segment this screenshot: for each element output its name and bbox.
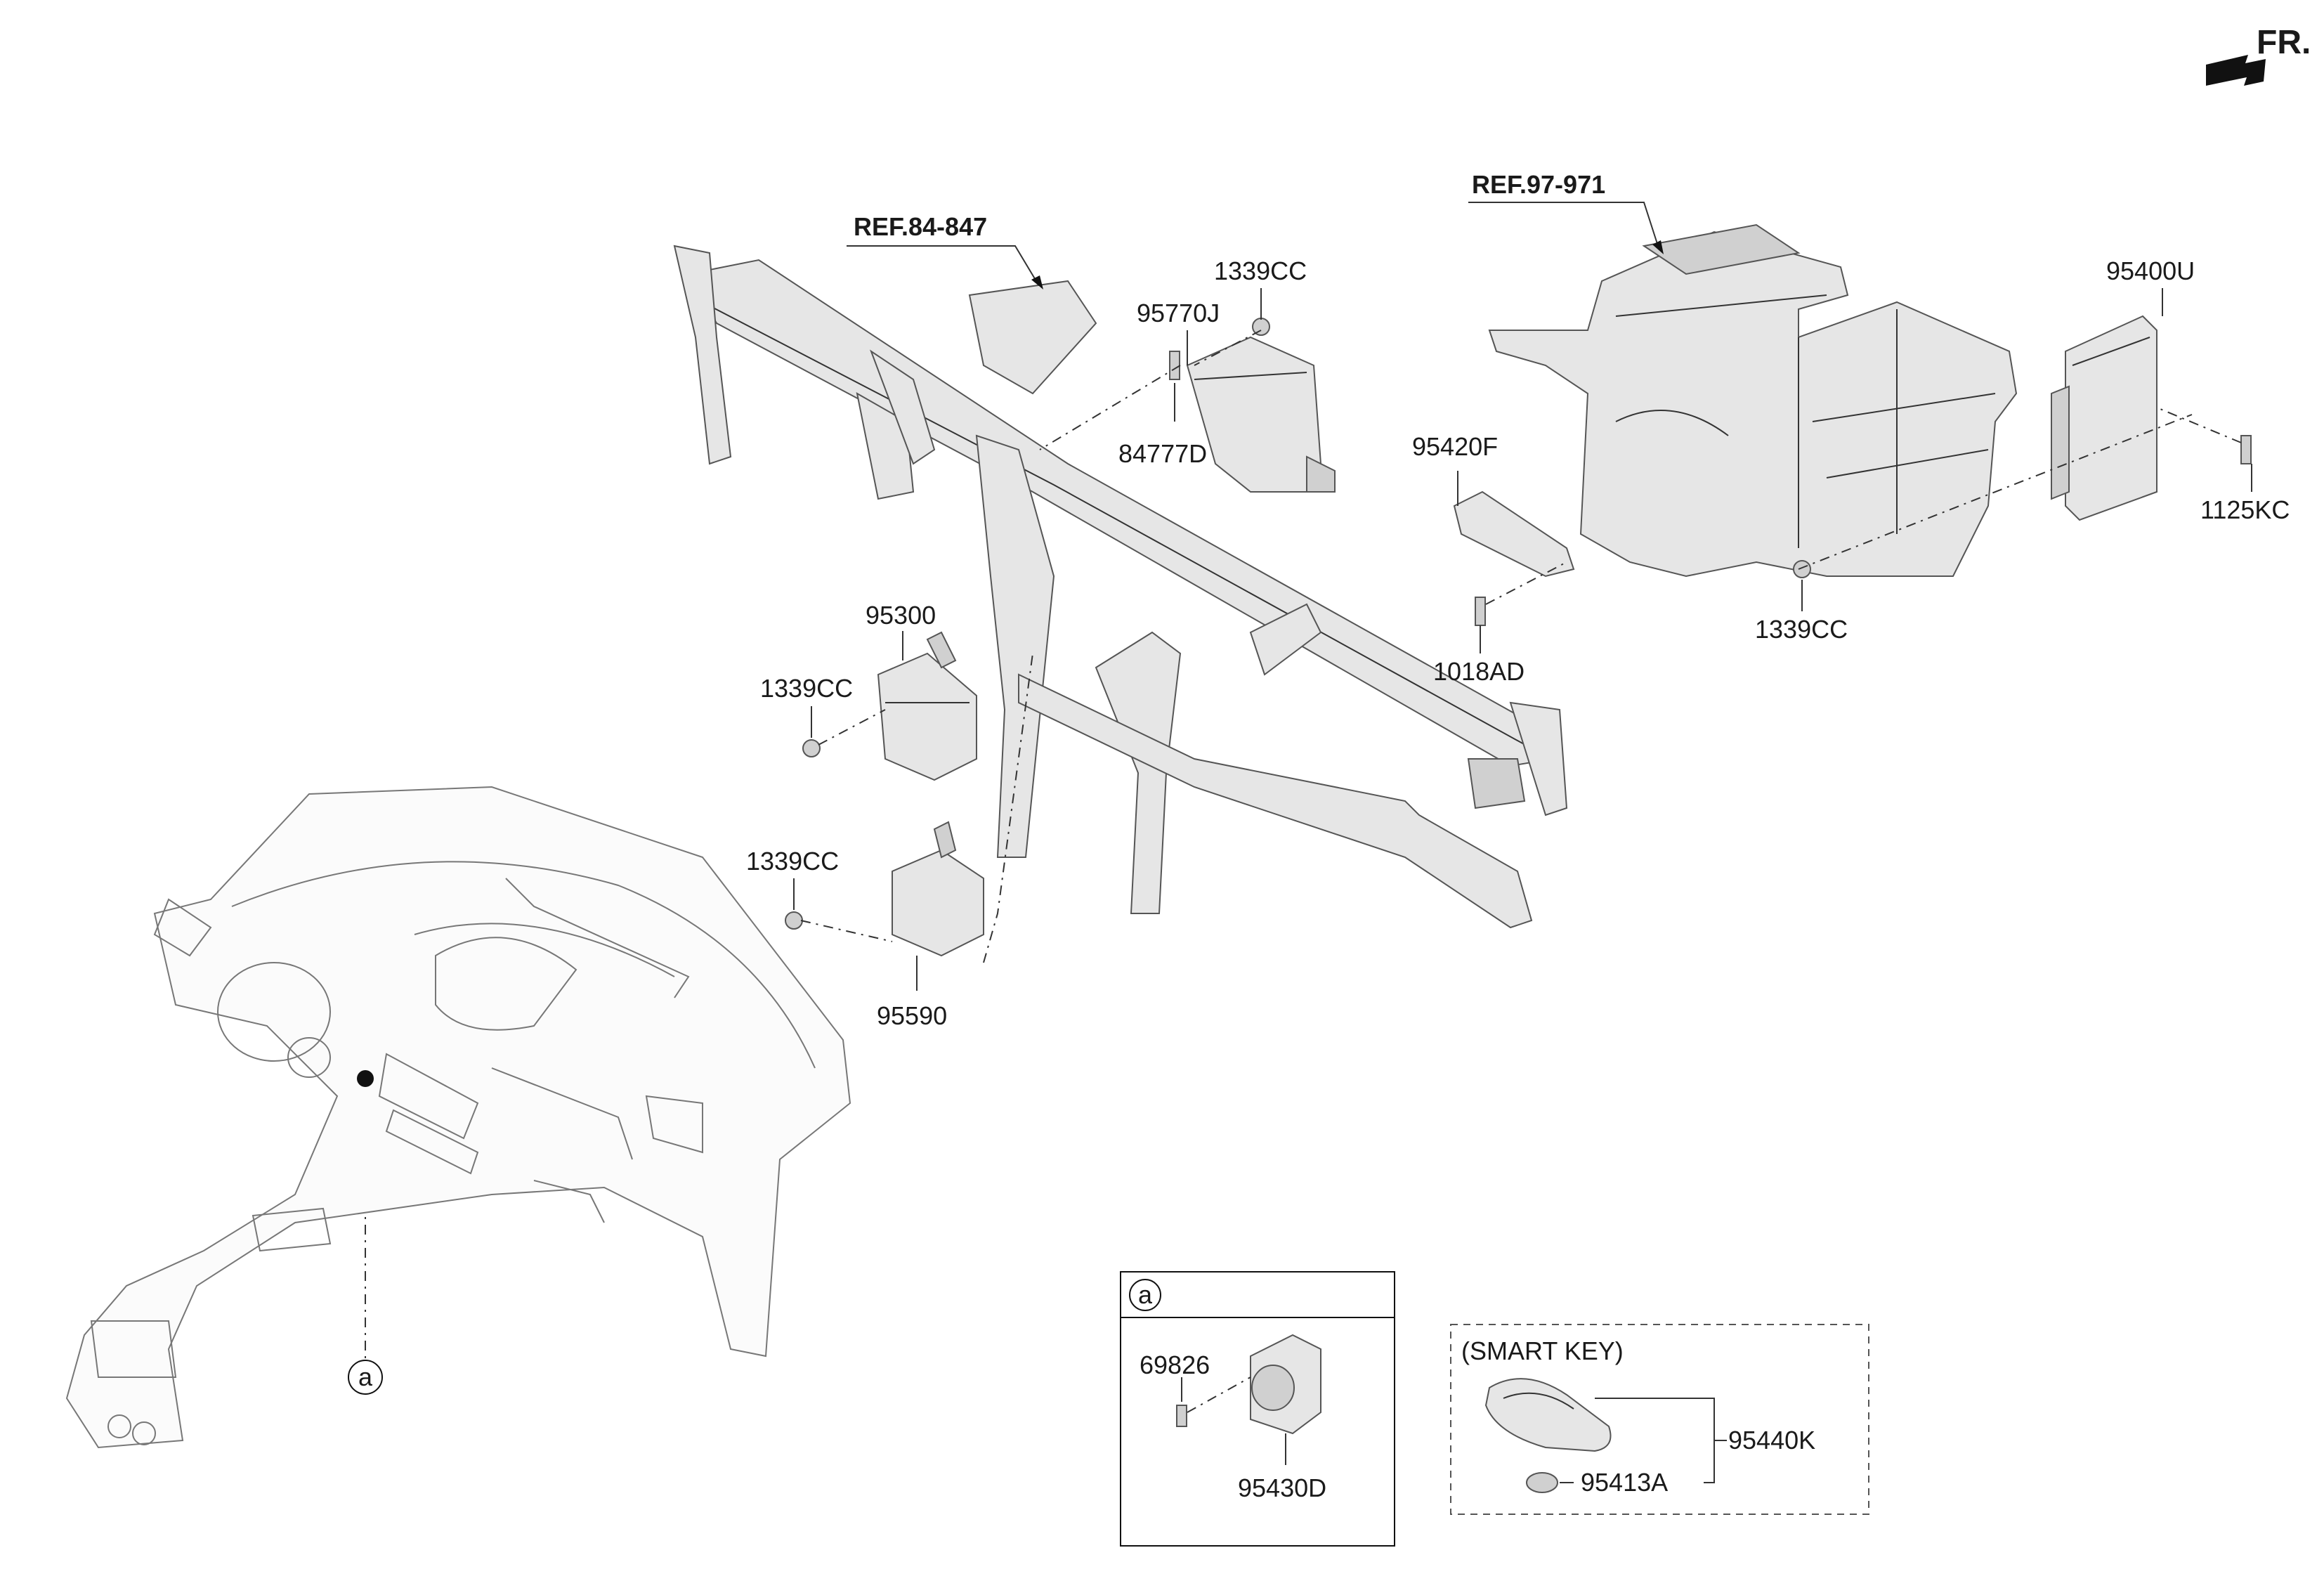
nut-icon <box>802 739 821 757</box>
part-95590: 95590 <box>877 1001 947 1030</box>
smart-key-box: (SMART KEY) 95440K 95413A <box>1450 1324 1869 1515</box>
part-1339CC-top: 1339CC <box>1214 256 1307 285</box>
part-95440K: 95440K <box>1728 1426 1815 1454</box>
module-95770J <box>1186 336 1336 493</box>
module-95590 <box>892 821 984 957</box>
hvac-module <box>1488 223 2018 578</box>
cowl-crossmember <box>673 245 1568 929</box>
part-1339CC-mid: 1339CC <box>760 674 853 703</box>
part-1339CC-right: 1339CC <box>1755 615 1848 644</box>
fasteners <box>785 318 2252 930</box>
ref-84-847: REF.84-847 <box>854 212 987 241</box>
callout-a-label: a <box>358 1362 373 1391</box>
callout-a: a <box>348 1360 383 1395</box>
module-95400U <box>2051 315 2157 521</box>
module-95300 <box>877 631 977 781</box>
smart-key-fob-icon <box>1484 1378 1612 1452</box>
part-84777D: 84777D <box>1118 439 1207 468</box>
ref-97-971: REF.97-971 <box>1472 170 1605 199</box>
part-1018AD: 1018AD <box>1433 657 1525 686</box>
part-95400U: 95400U <box>2106 256 2195 285</box>
bolt-icon <box>2240 435 2252 464</box>
coin-battery-icon <box>1526 1472 1558 1493</box>
leader-lines <box>365 202 2252 1360</box>
part-95430D: 95430D <box>1238 1473 1326 1502</box>
bolt-icon <box>1475 597 1486 626</box>
part-95413A: 95413A <box>1581 1468 1668 1497</box>
ignition-switch-location-icon <box>357 1070 374 1087</box>
part-95770J: 95770J <box>1137 299 1220 327</box>
part-69826: 69826 <box>1140 1351 1210 1379</box>
bolt-icon <box>1169 351 1180 380</box>
part-95420F: 95420F <box>1412 432 1498 461</box>
detail-a-marker: a <box>1138 1280 1153 1309</box>
detail-box-a: a 69826 95430D <box>1120 1271 1395 1547</box>
ignition-switch-95430D <box>1250 1334 1321 1435</box>
part-1339CC-low: 1339CC <box>746 847 839 876</box>
dashboard-overview <box>65 786 851 1449</box>
front-arrow-icon <box>2206 55 2266 86</box>
part-95300: 95300 <box>866 601 936 630</box>
bolt-icon <box>1176 1405 1187 1427</box>
smart-key-title: (SMART KEY) <box>1461 1336 1624 1365</box>
front-direction-indicator: FR. <box>2206 24 2311 86</box>
nut-icon <box>785 911 803 930</box>
nut-icon <box>1793 560 1811 578</box>
bracket-95420F <box>1453 490 1575 578</box>
front-label: FR. <box>2257 24 2311 61</box>
part-1125KC: 1125KC <box>2200 495 2290 524</box>
